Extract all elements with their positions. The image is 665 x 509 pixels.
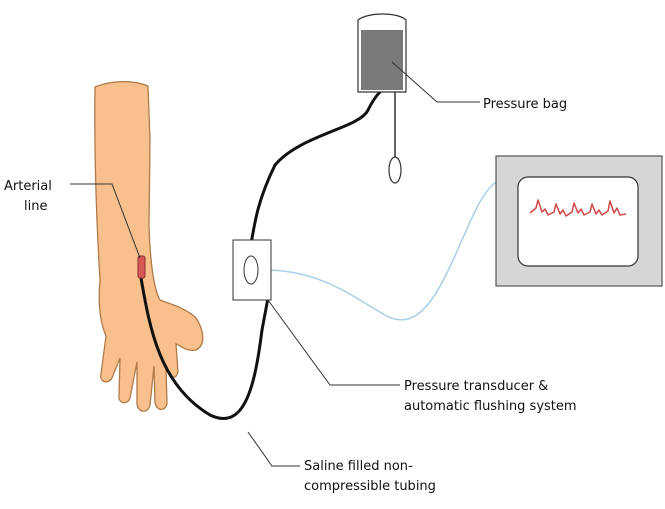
label-arterial-line: Arterial	[4, 179, 52, 194]
monitor-screen	[517, 176, 639, 267]
label-arterial-line-2: line	[24, 199, 48, 214]
label-pressure-bag: Pressure bag	[483, 97, 568, 112]
transducer-cable	[263, 180, 499, 321]
leader-arterial-line	[70, 183, 141, 259]
transducer-dome	[243, 255, 259, 285]
label-transducer: Pressure transducer &	[404, 379, 549, 394]
pressure-bag-fluid	[361, 30, 403, 90]
saline-tubing	[139, 90, 382, 420]
leader-transducer	[267, 299, 400, 386]
label-tubing-2: compressible tubing	[304, 479, 436, 494]
arterial-waveform	[529, 199, 627, 217]
label-transducer-2: automatic flushing system	[404, 399, 577, 414]
leader-pressure-bag	[391, 61, 480, 103]
arterial-catheter	[137, 255, 146, 279]
arm-illustration	[94, 80, 204, 412]
leader-tubing	[247, 431, 300, 467]
inflation-bulb-icon	[388, 156, 402, 184]
label-tubing: Saline filled non-	[304, 459, 413, 474]
